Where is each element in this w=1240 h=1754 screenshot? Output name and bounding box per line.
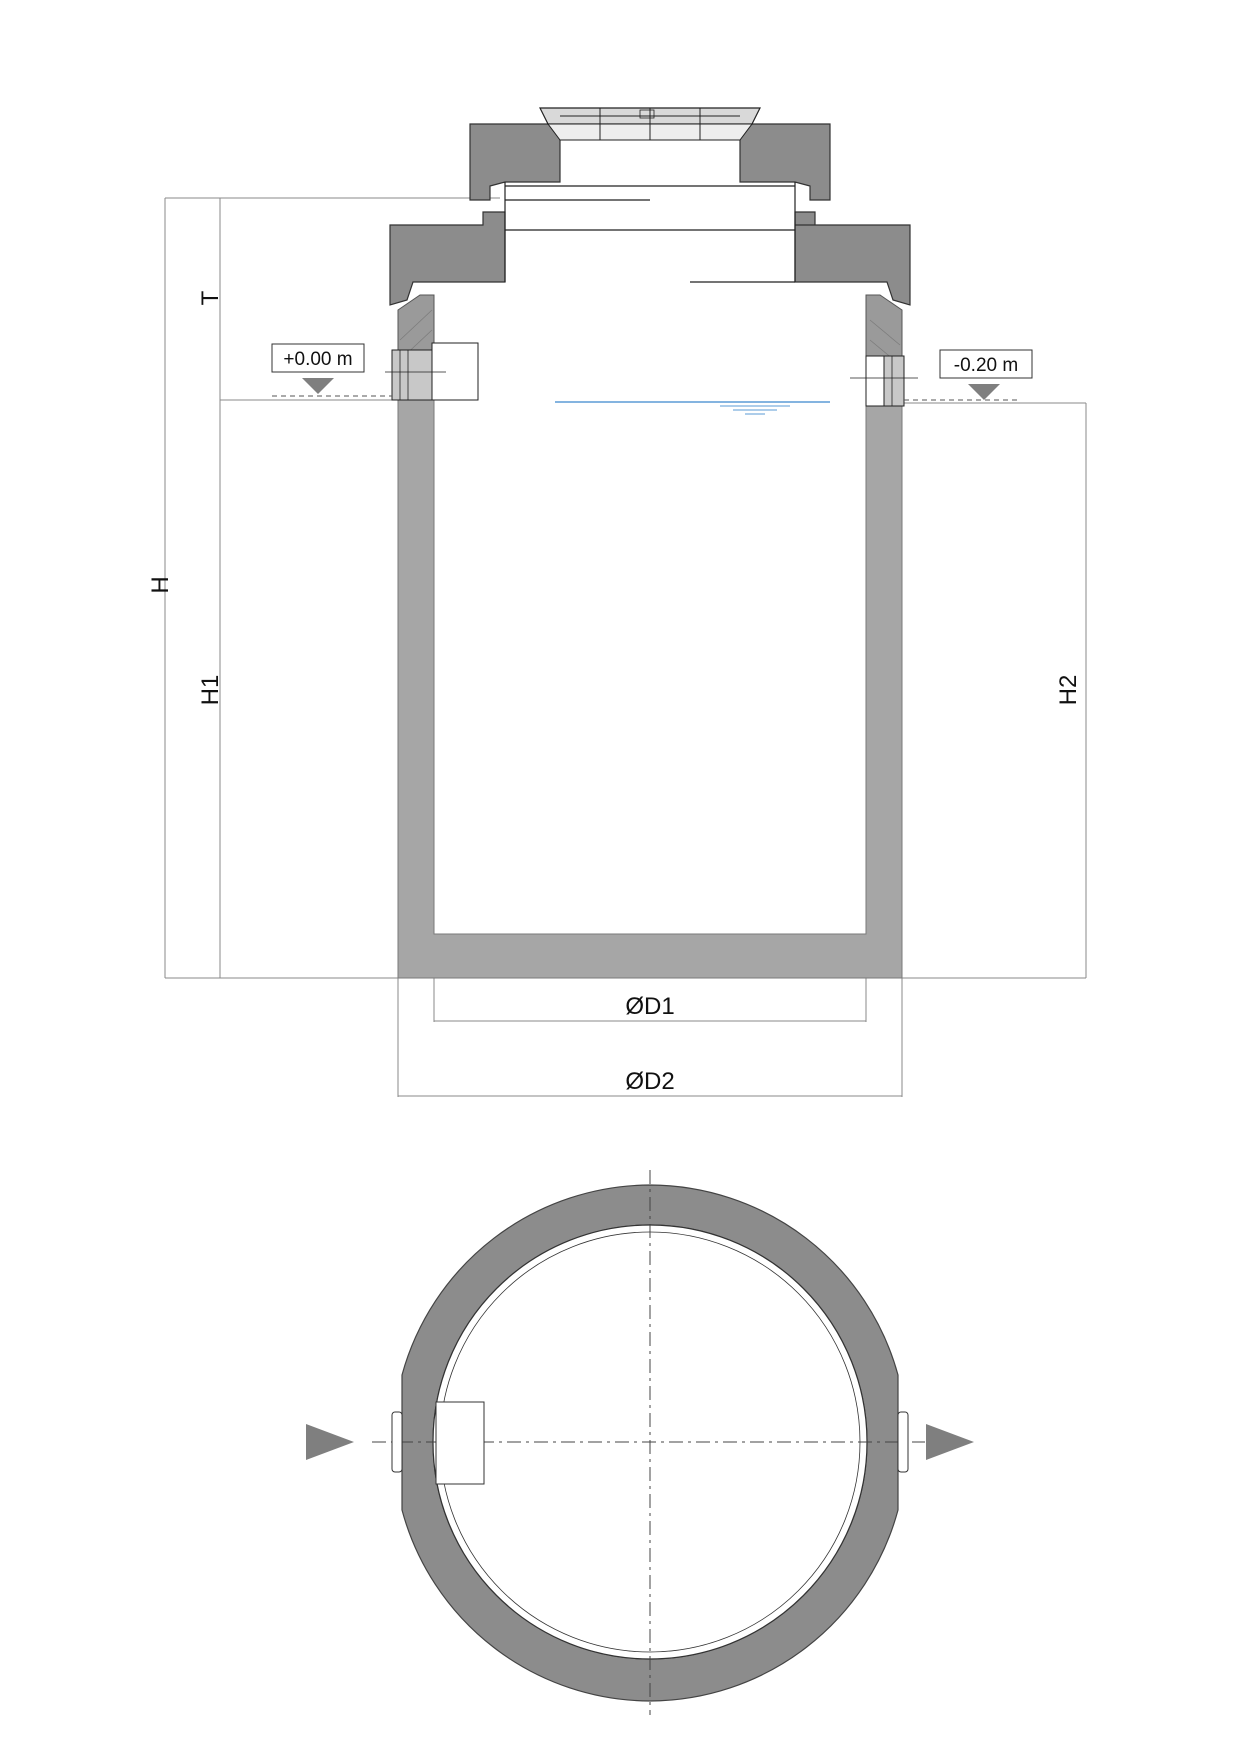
neck-lines [504, 182, 796, 283]
section-view: +0.00 m -0.20 m T H H1 H2 ØD1 ØD2 [147, 107, 1087, 1097]
dimension-lines-bottom [397, 978, 903, 1097]
dim-label-t: T [197, 290, 224, 305]
cover-slab [389, 211, 506, 306]
plan-inlet-box [435, 1401, 485, 1485]
tank-body [397, 399, 903, 979]
outlet-pipe [850, 355, 918, 407]
dim-label-h1: H1 [197, 675, 224, 706]
water-level [555, 401, 830, 415]
outlet-level-marker: -0.20 m [904, 349, 1033, 401]
frame-block-right [739, 123, 831, 201]
dim-label-d1: ØD1 [625, 993, 674, 1020]
dimension-lines-right [900, 402, 1087, 979]
inlet-level-label: +0.00 m [283, 349, 352, 370]
cover-slab-right [794, 211, 911, 306]
manhole-cover [539, 107, 761, 141]
dim-label-d2: ØD2 [625, 1068, 674, 1095]
frame-block-left [469, 123, 561, 201]
plan-outlet-stub [897, 1411, 909, 1473]
level-triangle-icon [302, 378, 334, 394]
level-triangle-icon [968, 384, 1000, 400]
inlet-level-marker: +0.00 m [271, 343, 392, 397]
plan-inlet-stub [391, 1411, 403, 1473]
dim-label-h2: H2 [1055, 675, 1082, 706]
inlet-flow-arrow-icon [306, 1424, 354, 1460]
inlet-pipe [385, 342, 479, 401]
dimension-lines-left [164, 197, 500, 979]
outlet-level-label: -0.20 m [954, 355, 1018, 376]
plan-view [306, 1170, 974, 1715]
dim-label-h: H [147, 576, 174, 593]
outlet-flow-arrow-icon [926, 1424, 974, 1460]
